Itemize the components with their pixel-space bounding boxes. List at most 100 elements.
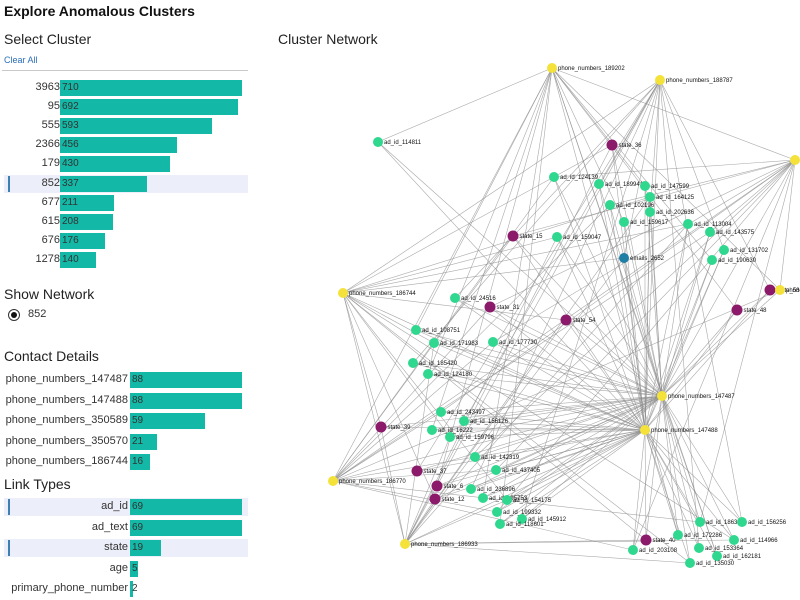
node-circle[interactable] bbox=[645, 192, 655, 202]
network-node-state[interactable]: state_36 bbox=[606, 139, 643, 151]
network-node-ad[interactable]: ad_id_164125 bbox=[645, 192, 695, 202]
network-node-state[interactable]: state_58 bbox=[764, 284, 800, 296]
network-node-ad[interactable]: ad_id_108751 bbox=[411, 325, 461, 335]
node-circle[interactable] bbox=[491, 465, 501, 475]
network-node-ad[interactable]: ad_id_142319 bbox=[470, 452, 520, 462]
contact-bar[interactable] bbox=[130, 392, 242, 409]
network-node-ad[interactable]: ad_id_177730 bbox=[488, 337, 538, 347]
link-type-bar[interactable] bbox=[130, 499, 242, 515]
network-node-ad[interactable]: ad_id_186319 bbox=[695, 517, 745, 527]
node-circle[interactable] bbox=[547, 63, 557, 73]
node-circle[interactable] bbox=[619, 217, 629, 227]
network-node-state[interactable]: state_6 bbox=[431, 480, 464, 492]
node-circle[interactable] bbox=[657, 391, 667, 401]
node-circle[interactable] bbox=[411, 325, 421, 335]
network-node-ad[interactable]: ad_id_135030 bbox=[685, 558, 735, 568]
network-node-phone[interactable]: phone_numbers_186744 bbox=[338, 288, 416, 298]
node-circle[interactable] bbox=[408, 358, 418, 368]
node-circle[interactable] bbox=[517, 514, 527, 524]
cluster-bar[interactable] bbox=[60, 156, 171, 173]
network-node-ad[interactable]: ad_id_124180 bbox=[423, 369, 473, 379]
contact-bar[interactable] bbox=[130, 433, 157, 450]
network-node-state[interactable]: state_39 bbox=[375, 421, 412, 433]
node-circle[interactable] bbox=[495, 519, 505, 529]
network-node-ad[interactable]: ad_id_24516 bbox=[450, 293, 496, 303]
network-node-ad[interactable]: ad_id_131702 bbox=[719, 245, 769, 255]
node-circle[interactable] bbox=[695, 517, 705, 527]
node-circle[interactable] bbox=[431, 480, 443, 492]
node-circle[interactable] bbox=[423, 369, 433, 379]
network-node-email[interactable]: emails_2652 bbox=[619, 253, 665, 263]
node-circle[interactable] bbox=[400, 539, 410, 549]
network-node-ad[interactable]: ad_id_159047 bbox=[552, 232, 602, 242]
network-node-ad[interactable]: ad_id_124139 bbox=[549, 172, 599, 182]
network-node-ad[interactable]: ad_id_114966 bbox=[729, 535, 778, 545]
network-node-ad[interactable]: ad_id_153364 bbox=[694, 543, 744, 553]
network-node-ad[interactable]: ad_id_185420 bbox=[408, 358, 458, 368]
network-node-ad[interactable]: ad_id_199332 bbox=[492, 507, 542, 517]
node-circle[interactable] bbox=[549, 172, 559, 182]
network-node-ad[interactable]: ad_id_147599 bbox=[640, 181, 690, 191]
node-circle[interactable] bbox=[470, 452, 480, 462]
cluster-bar[interactable] bbox=[60, 232, 106, 249]
node-circle[interactable] bbox=[673, 530, 683, 540]
node-circle[interactable] bbox=[445, 432, 455, 442]
node-circle[interactable] bbox=[764, 284, 776, 296]
network-node-state[interactable]: state_31 bbox=[484, 301, 521, 313]
node-circle[interactable] bbox=[619, 253, 629, 263]
network-node-ad[interactable]: ad_id_203108 bbox=[628, 545, 678, 555]
network-node-ad[interactable]: ad_id_154175 bbox=[502, 495, 552, 505]
node-circle[interactable] bbox=[645, 207, 655, 217]
network-node-ad[interactable]: ad_id_143575 bbox=[705, 227, 755, 237]
link-type-bar[interactable] bbox=[130, 560, 139, 577]
network-node-phone[interactable]: phone_numbers_188787 bbox=[655, 75, 733, 85]
contact-bar[interactable] bbox=[130, 413, 206, 429]
node-circle[interactable] bbox=[790, 155, 800, 165]
node-circle[interactable] bbox=[737, 517, 747, 527]
cluster-bar[interactable] bbox=[60, 118, 213, 135]
network-node-ad[interactable]: ad_id_145912 bbox=[517, 514, 567, 524]
node-circle[interactable] bbox=[488, 337, 498, 347]
node-circle[interactable] bbox=[436, 407, 446, 417]
cluster-bar[interactable] bbox=[60, 80, 243, 96]
network-node-ad[interactable]: ad_id_159617 bbox=[619, 217, 669, 227]
network-node-ad[interactable]: ad_id_202636 bbox=[645, 207, 695, 217]
node-circle[interactable] bbox=[484, 301, 496, 313]
network-node-ad[interactable]: ad_id_102196 bbox=[605, 200, 655, 210]
node-circle[interactable] bbox=[478, 493, 488, 503]
network-node-ad[interactable]: ad_id_190630 bbox=[707, 255, 757, 265]
node-circle[interactable] bbox=[328, 476, 338, 486]
node-circle[interactable] bbox=[685, 558, 695, 568]
node-circle[interactable] bbox=[707, 255, 717, 265]
node-circle[interactable] bbox=[373, 137, 383, 147]
cluster-bar[interactable] bbox=[60, 213, 114, 230]
node-circle[interactable] bbox=[429, 338, 439, 348]
node-circle[interactable] bbox=[705, 227, 715, 237]
node-circle[interactable] bbox=[560, 314, 572, 326]
node-circle[interactable] bbox=[775, 285, 785, 295]
cluster-bar[interactable] bbox=[60, 251, 96, 268]
node-circle[interactable] bbox=[507, 230, 519, 242]
network-node-ad[interactable]: ad_id_236896 bbox=[466, 484, 516, 494]
node-circle[interactable] bbox=[466, 484, 476, 494]
node-circle[interactable] bbox=[712, 551, 722, 561]
node-circle[interactable] bbox=[694, 543, 704, 553]
network-node-phone[interactable]: phone_numbers_350570 bbox=[775, 285, 800, 295]
network-node-state[interactable]: state_15 bbox=[507, 230, 544, 242]
network-node-phone[interactable]: phone_numbers_186933 bbox=[400, 539, 478, 549]
link-type-bar[interactable] bbox=[130, 581, 134, 597]
node-circle[interactable] bbox=[640, 181, 650, 191]
network-node-ad[interactable]: ad_id_171983 bbox=[429, 338, 479, 348]
cluster-bar[interactable] bbox=[60, 175, 147, 192]
